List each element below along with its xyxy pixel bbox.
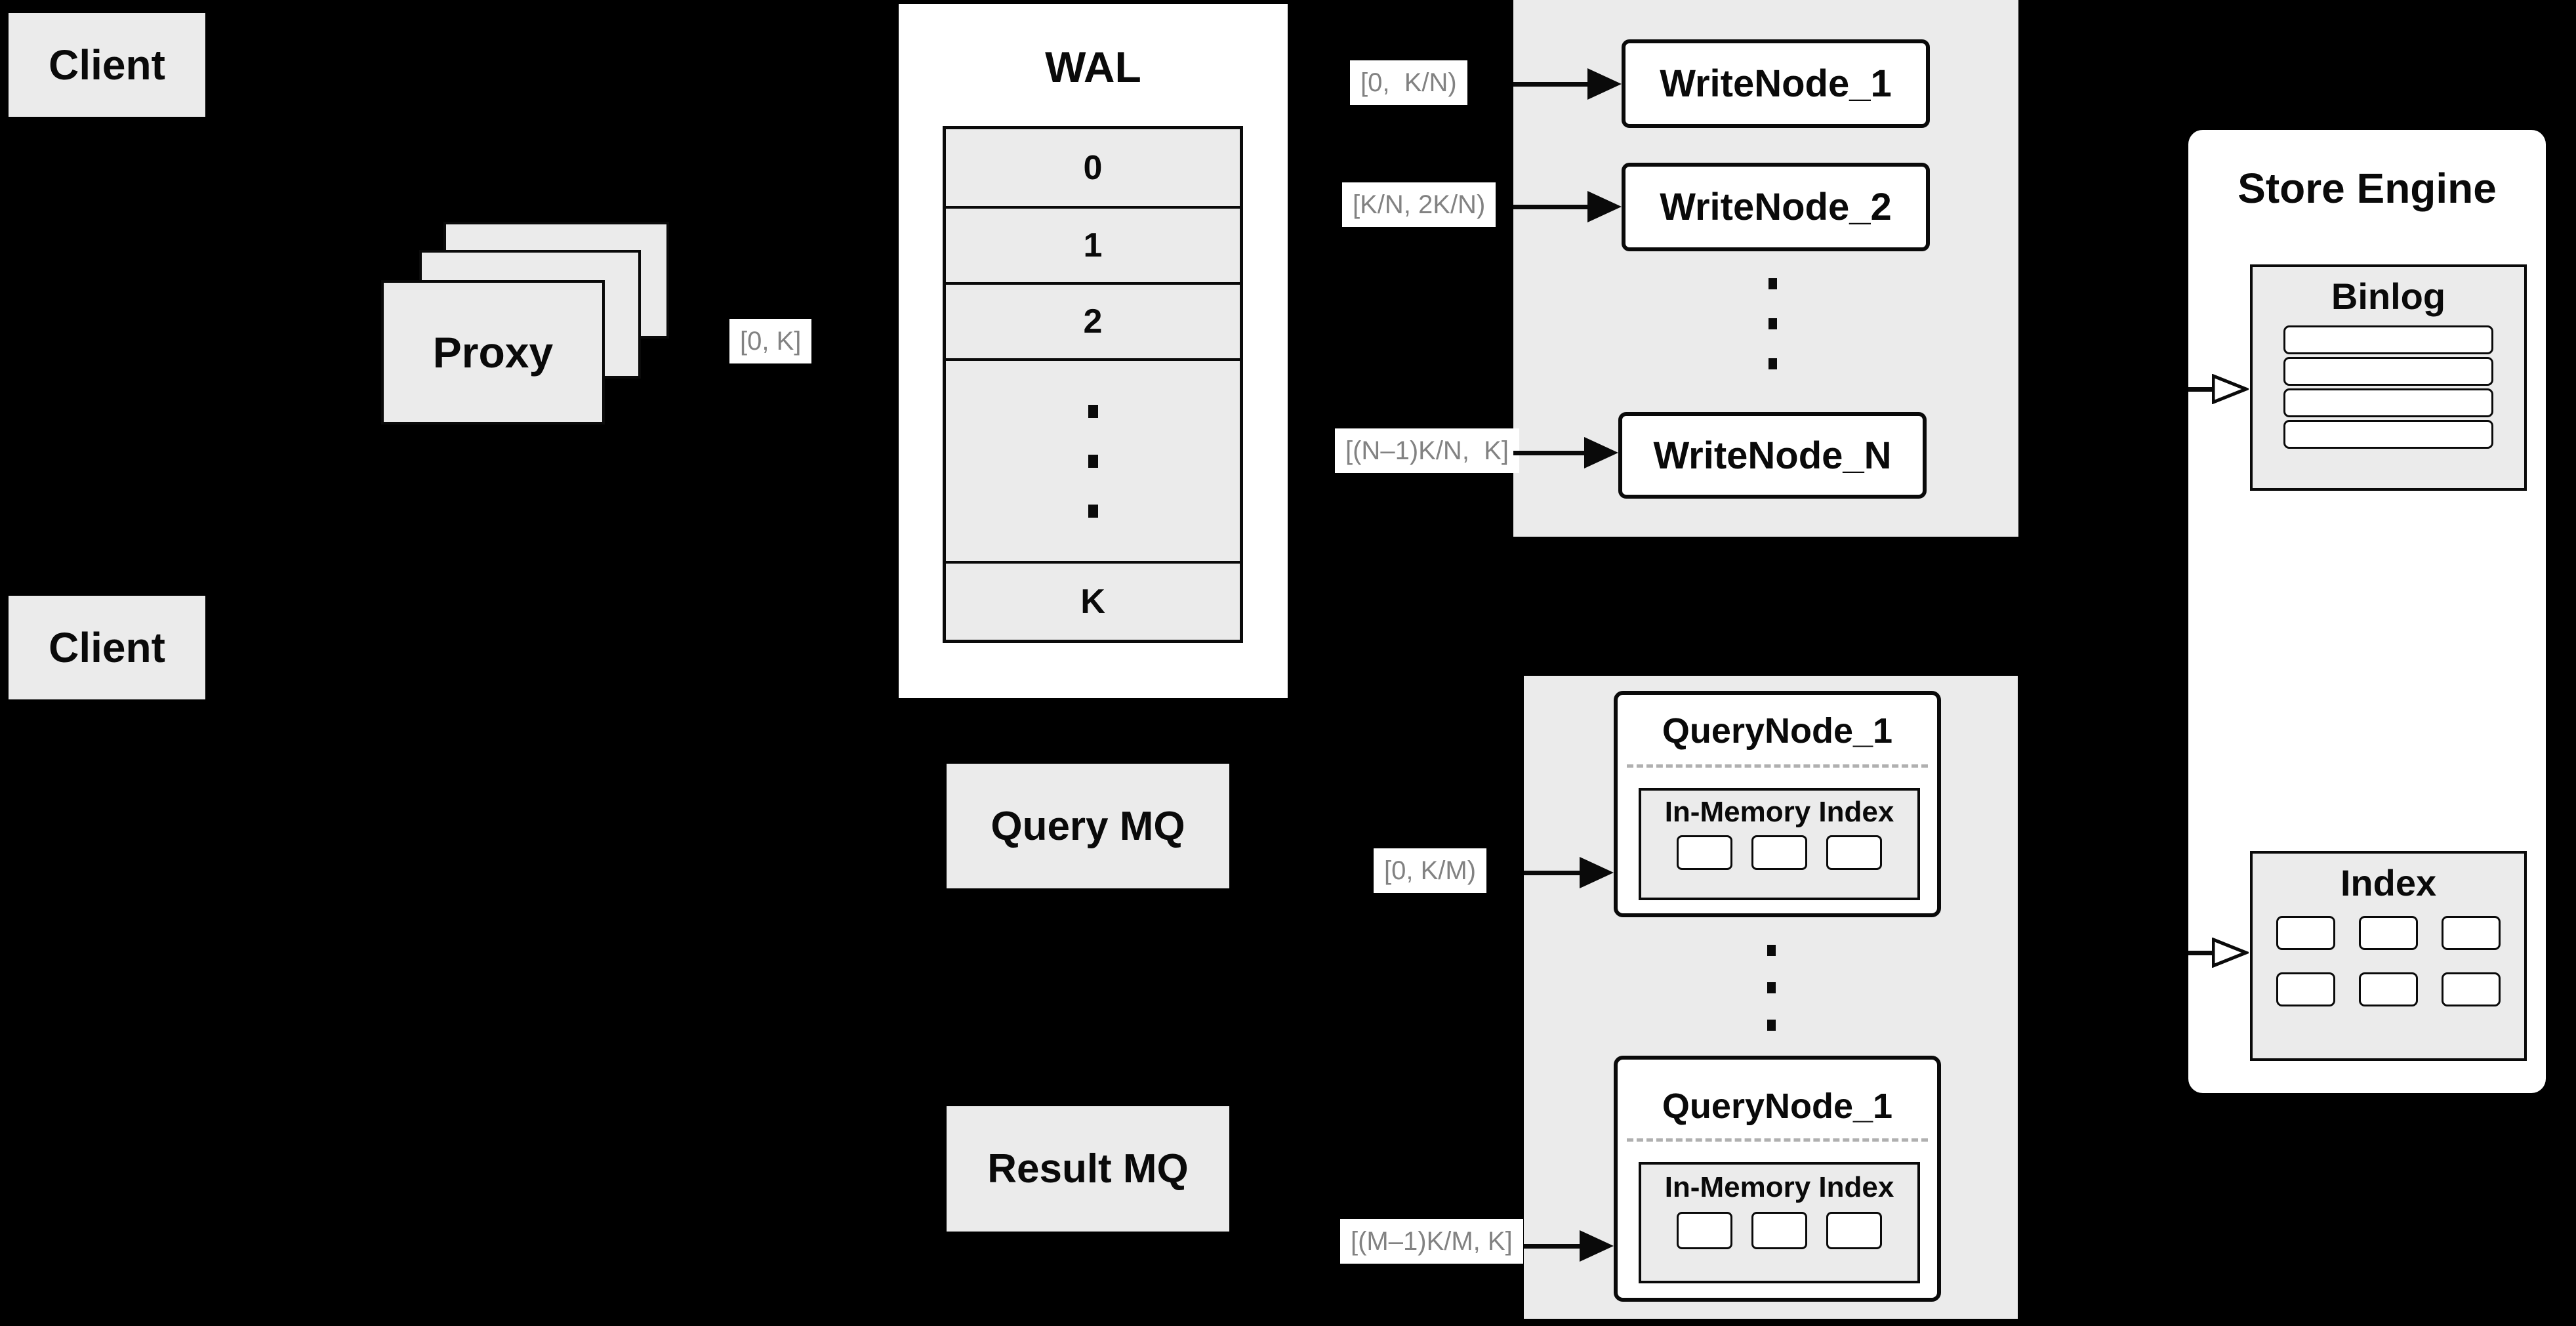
ellipsis-dot: [1768, 318, 1777, 329]
query-node-top-box: QueryNode_1 In-Memory Index: [1614, 691, 1941, 917]
index-title: Index: [2340, 862, 2437, 903]
dashed-divider: [1627, 1138, 1928, 1142]
store-engine-title: Store Engine: [2238, 165, 2497, 212]
binlog-row: [2283, 325, 2493, 354]
memory-cell: [1826, 835, 1882, 870]
in-memory-index-panel: In-Memory Index: [1639, 788, 1920, 900]
in-memory-index-panel: In-Memory Index: [1639, 1162, 1920, 1283]
wal-segment-table: 0 1 2 K: [943, 126, 1243, 643]
arrow-right-icon: [1524, 1230, 1614, 1262]
query-mq-label: Query MQ: [991, 803, 1185, 849]
in-memory-index-title: In-Memory Index: [1664, 796, 1894, 828]
write-range-label-1: [0, K/N): [1350, 60, 1467, 105]
client-top-box: Client: [9, 13, 205, 117]
binlog-panel: Binlog: [2250, 264, 2527, 491]
index-panel: Index: [2250, 851, 2527, 1061]
ellipsis-dot: [1088, 454, 1098, 468]
wal-box: WAL 0 1 2 K: [899, 4, 1288, 698]
proxy-label: Proxy: [432, 328, 554, 377]
binlog-row: [2283, 388, 2493, 417]
ellipsis-dot: [1767, 945, 1776, 956]
write-range-label-2: [K/N, 2K/N): [1342, 182, 1496, 227]
index-cell-row: [2253, 972, 2524, 1006]
index-cell: [2359, 972, 2418, 1006]
dashed-divider: [1627, 764, 1928, 768]
arrow-right-icon: [1524, 857, 1614, 888]
binlog-title: Binlog: [2331, 276, 2446, 317]
write-node-1-label: WriteNode_1: [1660, 62, 1892, 105]
wal-title: WAL: [1045, 43, 1141, 91]
write-node-2-box: WriteNode_2: [1622, 163, 1930, 251]
write-node-1-box: WriteNode_1: [1622, 39, 1930, 128]
arrow-right-icon: [1513, 191, 1622, 222]
result-mq-label: Result MQ: [987, 1146, 1189, 1191]
ellipsis-dot: [1088, 404, 1098, 418]
wal-segment-row: 0: [946, 129, 1240, 206]
wal-ellipsis-row: [946, 358, 1240, 561]
query-range-label-1: [0, K/M): [1374, 848, 1487, 893]
memory-cell: [1677, 1212, 1732, 1249]
query-mq-box: Query MQ: [947, 764, 1229, 888]
arrow-right-icon: [1513, 437, 1618, 468]
vertical-ellipsis-dots: [1768, 278, 1777, 369]
write-range-label-n: [(N–1)K/N, K]: [1335, 428, 1519, 473]
wal-segment-row: K: [946, 561, 1240, 640]
query-node-bottom-box: QueryNode_1 In-Memory Index: [1614, 1056, 1941, 1302]
vertical-ellipsis-dots: [1767, 945, 1776, 1031]
vertical-ellipsis-dots: [1088, 404, 1098, 518]
index-cell: [2359, 916, 2418, 950]
arrow-right-icon: [1513, 68, 1622, 100]
in-memory-cells: [1641, 835, 1917, 870]
ellipsis-dot: [1768, 278, 1777, 289]
ellipsis-dot: [1767, 982, 1776, 993]
proxy-range-label: [0, K]: [729, 319, 812, 363]
in-memory-cells: [1641, 1212, 1917, 1249]
query-range-label-m: [(M–1)K/M, K]: [1340, 1219, 1523, 1264]
proxy-box: Proxy: [381, 280, 605, 425]
result-mq-box: Result MQ: [947, 1106, 1229, 1232]
ellipsis-dot: [1768, 358, 1777, 369]
index-cell: [2276, 916, 2335, 950]
index-cell: [2442, 972, 2501, 1006]
client-bottom-label: Client: [49, 624, 165, 671]
ellipsis-dot: [1767, 1020, 1776, 1031]
binlog-rows: [2253, 325, 2524, 449]
client-top-label: Client: [49, 41, 165, 89]
store-engine-box: Store Engine Binlog Index: [2188, 130, 2546, 1093]
memory-cell: [1751, 835, 1807, 870]
binlog-row: [2283, 357, 2493, 386]
ellipsis-dot: [1088, 504, 1098, 518]
memory-cell: [1677, 835, 1732, 870]
write-node-n-label: WriteNode_N: [1653, 434, 1892, 477]
open-arrow-right-icon: [2188, 374, 2249, 404]
memory-cell: [1826, 1212, 1882, 1249]
open-arrow-right-icon: [2188, 938, 2249, 968]
memory-cell: [1751, 1212, 1807, 1249]
index-cell: [2276, 972, 2335, 1006]
index-cell-row: [2253, 916, 2524, 950]
wal-segment-row: 2: [946, 282, 1240, 358]
write-node-2-label: WriteNode_2: [1660, 186, 1892, 228]
query-node-bottom-title: QueryNode_1: [1662, 1087, 1893, 1126]
in-memory-index-title: In-Memory Index: [1664, 1171, 1894, 1203]
index-cell: [2442, 916, 2501, 950]
client-bottom-box: Client: [9, 596, 205, 699]
write-node-n-box: WriteNode_N: [1618, 412, 1927, 499]
binlog-row: [2283, 420, 2493, 449]
wal-segment-row: 1: [946, 206, 1240, 282]
query-node-top-title: QueryNode_1: [1662, 711, 1893, 751]
